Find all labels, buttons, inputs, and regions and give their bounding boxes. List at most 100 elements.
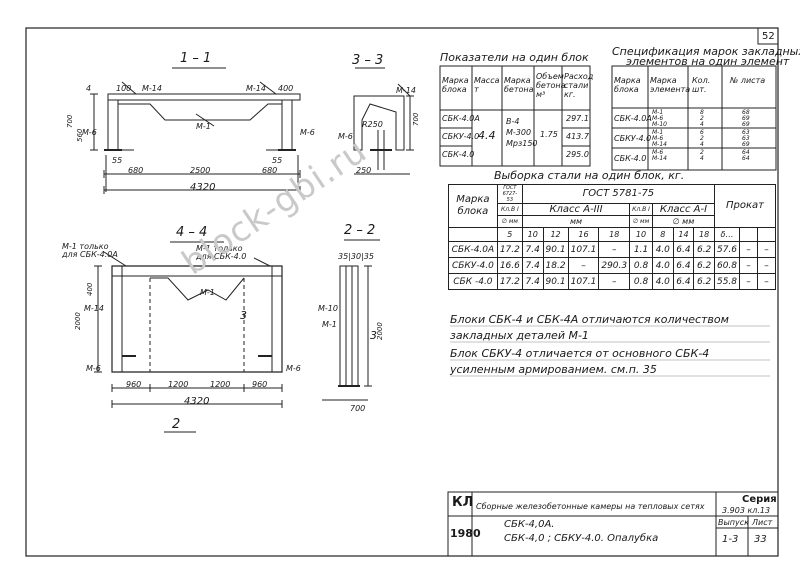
- steel-row-value: 60.8: [713, 257, 741, 274]
- section-title-4-4: 4 – 4: [176, 225, 208, 240]
- ind-volume: 1.75: [540, 130, 558, 139]
- label-m6-c: М-6: [338, 132, 353, 141]
- spec-item-count: 2: [700, 115, 704, 122]
- label-dim-4: 4: [86, 84, 92, 93]
- section-4-4-drawing: [94, 241, 283, 433]
- steel-size-cell: 18: [598, 227, 631, 242]
- ind-row2-steel: 413.7: [566, 132, 589, 141]
- spec-item-sheet: 69: [742, 121, 750, 128]
- label-dim-35-30-35: 35|30|35: [338, 252, 374, 261]
- steel-row-value: –: [598, 273, 631, 290]
- steel-row-value: 6.4: [672, 257, 695, 274]
- label-dim-400: 400: [278, 84, 294, 93]
- label-dim-680-b: 680: [262, 166, 278, 175]
- note-line-3: Блок СБКУ-4 отличается от основного СБК-…: [450, 347, 710, 360]
- label-dim-4320-a: 4320: [190, 182, 216, 193]
- spec-item-count: 6: [700, 129, 704, 136]
- label-dim-680-a: 680: [128, 166, 144, 175]
- steel-col-block: Марка блока: [448, 184, 498, 228]
- label-m6-e: М-6: [286, 364, 301, 373]
- spec-item-element: М-1: [652, 129, 664, 136]
- label-m1-c: М-1: [322, 320, 337, 329]
- label-m1-b: М-1: [200, 288, 215, 297]
- steel-class-a1: Класс А-I: [651, 203, 715, 216]
- label-dim-1200-a: 1200: [168, 380, 189, 389]
- label-dim-4320-b: 4320: [184, 396, 210, 407]
- section-1-1-drawing: [90, 67, 301, 194]
- steel-row-value: 17.2: [496, 273, 523, 290]
- label-dim-100: 100: [116, 84, 132, 93]
- ind-header-steel: Расход стали кг.: [564, 72, 594, 99]
- spec-item-element: М-6: [652, 149, 664, 156]
- spec-header-element: Марка элемента: [650, 76, 691, 94]
- ind-header-mass: Масса т: [474, 76, 500, 94]
- steel-size-cell: 10: [521, 227, 544, 242]
- steel-row-value: 16.6: [496, 257, 523, 274]
- steel-size-cell: [739, 227, 758, 242]
- steel-row-value: 6.4: [672, 241, 695, 258]
- steel-row-value: –: [567, 257, 600, 274]
- label-num-3-a: 3: [240, 309, 247, 322]
- spec-item-sheet: 68: [742, 109, 750, 116]
- steel-row-value: 55.8: [713, 273, 741, 290]
- title-issue-value: 1-3: [722, 534, 739, 545]
- steel-class-v1: Кл.В I: [629, 203, 653, 216]
- section-3-3-drawing: [353, 67, 414, 175]
- steel-size-cell: 18: [693, 227, 715, 242]
- steel-table: Марка блока ГОСТ 6727-53 ГОСТ 5781-75 Пр…: [448, 184, 777, 290]
- spec-header-count: Кол. шт.: [692, 76, 711, 94]
- plan-marker: 2: [172, 417, 181, 432]
- indicators-table-lines: [439, 65, 591, 167]
- spec-group3-block: СБК-4.0: [614, 154, 647, 163]
- title-logo: КЛ: [452, 495, 474, 510]
- title-name-2: СБК-4,0 ; СБКУ-4.0. Опалубка: [504, 533, 659, 544]
- section-title-1-1: 1 – 1: [180, 51, 212, 66]
- spec-item-count: 8: [700, 109, 704, 116]
- steel-row-value: 0.8: [629, 273, 653, 290]
- note-line-1: Блоки СБК-4 и СБК-4А отличаются количест…: [450, 313, 729, 326]
- spec-item-element: М-10: [652, 121, 667, 128]
- note-line-2: закладных деталей М-1: [450, 329, 589, 342]
- steel-size-cell: 8: [651, 227, 674, 242]
- steel-title: Выборка стали на один блок, кг.: [494, 169, 685, 182]
- steel-row-value: –: [739, 257, 758, 274]
- label-m1-a: М-1: [196, 122, 211, 131]
- label-dim-700-a: 700: [66, 114, 74, 128]
- spec-item-element: М-6: [652, 115, 664, 122]
- specification-table-lines: [611, 65, 777, 171]
- label-m1-only-a-1: М-1 только: [62, 242, 109, 251]
- label-dim-700-b: 700: [412, 112, 420, 126]
- label-m10: М-10: [318, 304, 338, 313]
- label-dim-55-a: 55: [112, 156, 123, 165]
- spec-item-sheet: 63: [742, 135, 750, 142]
- label-m6-a: М-6: [82, 128, 97, 137]
- title-year: 1980: [450, 527, 481, 540]
- steel-row-value: –: [756, 257, 777, 274]
- steel-row-value: 57.6: [713, 241, 741, 258]
- steel-gost: ГОСТ 5781-75: [521, 184, 715, 204]
- steel-row-value: 107.1: [567, 241, 600, 258]
- spec-item-sheet: 64: [742, 155, 750, 162]
- title-sheet-value: 33: [754, 534, 767, 545]
- steel-size-cell: 16: [567, 227, 600, 242]
- ind-row3-steel: 295.0: [566, 150, 589, 159]
- ind-mass: 4.4: [478, 129, 496, 142]
- steel-diam: ∅ мм: [496, 215, 523, 228]
- steel-sizes-blank: [448, 227, 498, 242]
- section-title-3-3: 3 – 3: [352, 53, 384, 68]
- ind-header-volume: Объем бетона м³: [536, 72, 566, 99]
- ind-row2-mark: СБКУ-4.0: [442, 132, 480, 141]
- steel-row-value: 6.2: [693, 257, 715, 274]
- ind-header-mark: Марка блока: [442, 76, 469, 94]
- label-m14-a: М-14: [142, 84, 162, 93]
- spec-item-element: М-1: [652, 109, 664, 116]
- steel-row-value: 17.2: [496, 241, 523, 258]
- label-m14-d: М-14: [84, 304, 104, 313]
- label-r250: R250: [362, 120, 383, 129]
- spec-header-sheet: № листа: [730, 76, 766, 85]
- steel-diam-2: ∅ мм: [629, 215, 653, 228]
